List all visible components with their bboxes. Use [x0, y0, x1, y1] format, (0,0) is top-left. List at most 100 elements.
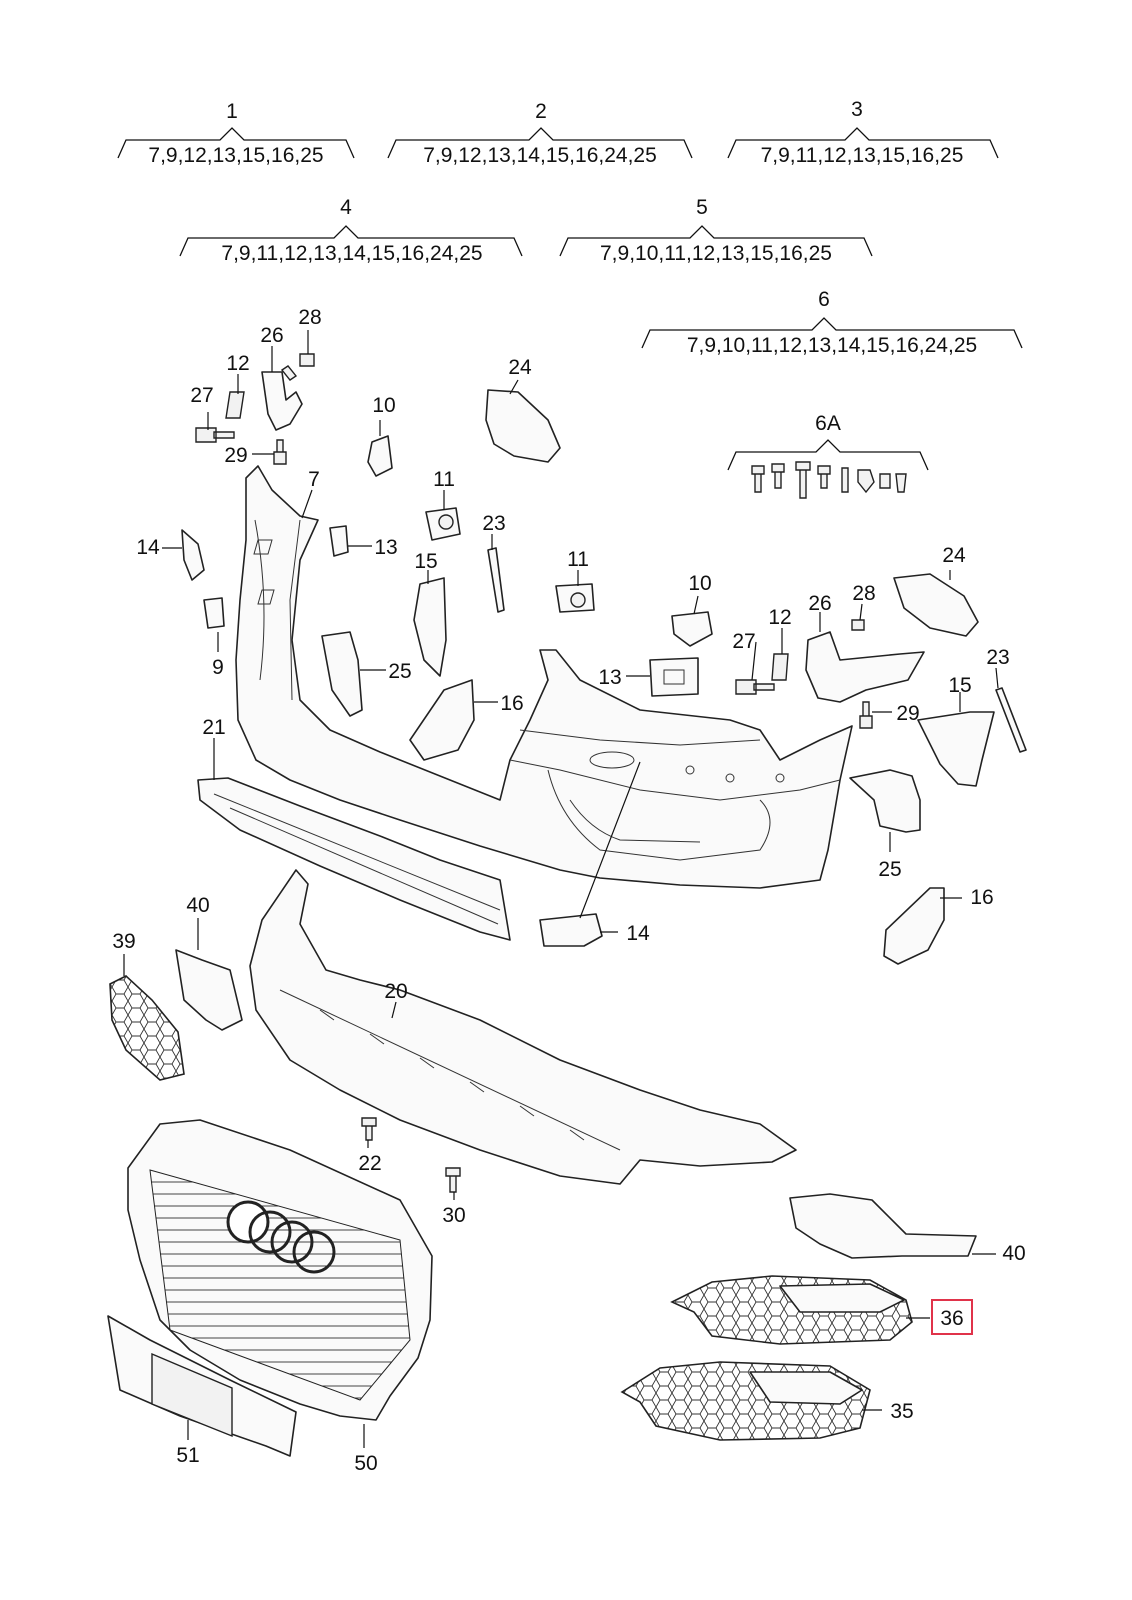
kit-number: 1: [226, 100, 238, 123]
callout-50: 50: [354, 1452, 377, 1475]
callout-27: 27: [732, 630, 755, 653]
kit-number: 5: [696, 196, 708, 219]
kit-number: 2: [535, 100, 547, 123]
callout-28: 28: [298, 306, 321, 329]
kit-5: 5 7,9,10,11,12,13,15,16,25: [559, 196, 873, 265]
trim-strip-23-right: [995, 687, 1027, 753]
bracket-assembly-right: [735, 619, 925, 729]
screw-22-icon: [361, 1117, 377, 1141]
kit-3: 3 7,9,11,12,13,15,16,25: [727, 98, 999, 167]
callout-labels: 28 26 12 27 29 10 24 7 11 14 13 23 15 9 …: [112, 306, 1025, 1475]
callout-27: 27: [190, 384, 213, 407]
callout-39: 39: [112, 930, 135, 953]
rings-logo: [226, 1200, 336, 1274]
callout-13: 13: [374, 536, 397, 559]
callout-29: 29: [896, 702, 919, 725]
callout-16: 16: [970, 886, 993, 909]
leader-lines: [123, 330, 999, 1448]
kit-number: 6A: [815, 412, 841, 435]
callout-7: 7: [308, 468, 320, 491]
callout-51: 51: [176, 1444, 199, 1467]
plate-13: [649, 657, 699, 697]
kit-parts: 7,9,11,12,13,14,15,16,24,25: [221, 242, 482, 265]
callout-29: 29: [224, 444, 247, 467]
callout-16: 16: [500, 692, 523, 715]
callout-14: 14: [626, 922, 650, 945]
kit-4: 4 7,9,11,12,13,14,15,16,24,25: [179, 196, 523, 265]
cover-16-right: [883, 887, 945, 965]
tow-cap-14-right: [539, 913, 603, 947]
bracket-15-right: [917, 711, 995, 787]
callout-26: 26: [260, 324, 283, 347]
tow-cap-14-left: [181, 529, 205, 581]
bracket-15-left: [413, 577, 447, 677]
cover-16-left: [409, 679, 475, 761]
callout-24: 24: [942, 544, 966, 567]
kit-6: 6 7,9,10,11,12,13,14,15,16,24,25: [641, 288, 1023, 357]
callout-12: 12: [226, 352, 249, 375]
kit-parts: 7,9,12,13,15,16,25: [148, 144, 323, 167]
bracket-25-left: [321, 631, 363, 717]
callout-26: 26: [808, 592, 831, 615]
fastener-set-icon: [751, 461, 907, 499]
grille-35: [620, 1361, 871, 1441]
callout-10: 10: [688, 572, 711, 595]
spoiler-21: [197, 777, 511, 941]
callout-40: 40: [1002, 1242, 1025, 1265]
air-guide-24-right: [893, 573, 979, 637]
clip-13-left: [329, 525, 349, 557]
callout-11: 11: [433, 468, 455, 491]
callout-30: 30: [442, 1204, 465, 1227]
kit-number: 6: [818, 288, 830, 311]
highlight-box: [931, 1299, 973, 1335]
callout-28: 28: [852, 582, 875, 605]
bracket-assembly-left: [195, 353, 315, 465]
kit-parts: 7,9,10,11,12,13,15,16,25: [600, 242, 832, 265]
clip-10-right: [671, 611, 713, 647]
air-guide-24-left: [485, 389, 561, 463]
kit-parts: 7,9,10,11,12,13,14,15,16,24,25: [687, 334, 977, 357]
kit-parts: 7,9,12,13,14,15,16,24,25: [423, 144, 657, 167]
callout-11: 11: [567, 548, 589, 571]
kit-1: 1 7,9,12,13,15,16,25: [117, 100, 355, 167]
trim-strip-23-left: [487, 547, 505, 613]
bumper-cover: [235, 465, 853, 889]
callout-10: 10: [372, 394, 395, 417]
callout-15: 15: [948, 674, 971, 697]
callout-9: 9: [212, 656, 224, 679]
absorber-20: [249, 869, 797, 1185]
bracket-25-right: [849, 769, 921, 833]
kit-parts: 7,9,11,12,13,15,16,25: [761, 144, 964, 167]
callout-25: 25: [878, 858, 901, 881]
kit-2: 2 7,9,12,13,14,15,16,24,25: [387, 100, 693, 167]
radiator-grille-50: [127, 1119, 433, 1421]
sensor-holder-11-left: [425, 507, 461, 541]
callout-25: 25: [388, 660, 411, 683]
callout-20: 20: [384, 980, 407, 1003]
screw-30-icon: [445, 1167, 461, 1193]
sensor-holder-11-right: [555, 583, 595, 613]
callout-24: 24: [508, 356, 532, 379]
callout-36: 36: [940, 1307, 963, 1330]
plate-bracket-51: [107, 1315, 297, 1457]
kit-6a: 6A: [727, 412, 929, 499]
callout-35: 35: [890, 1400, 913, 1423]
clip-10-left: [367, 435, 393, 477]
callout-21: 21: [202, 716, 225, 739]
callout-13: 13: [598, 666, 621, 689]
bracket-40-left: [175, 949, 243, 1031]
callout-15: 15: [414, 550, 437, 573]
holder-9: [203, 597, 225, 629]
bracket-40-right: [789, 1193, 977, 1259]
callout-23: 23: [986, 646, 1009, 669]
callout-23: 23: [482, 512, 505, 535]
callout-14: 14: [136, 536, 160, 559]
callout-12: 12: [768, 606, 791, 629]
grille-insert-39: [109, 975, 185, 1081]
callout-22: 22: [358, 1152, 381, 1175]
kit-number: 4: [340, 196, 352, 219]
kit-number: 3: [851, 98, 863, 121]
grille-36: [670, 1275, 913, 1345]
callout-40: 40: [186, 894, 209, 917]
